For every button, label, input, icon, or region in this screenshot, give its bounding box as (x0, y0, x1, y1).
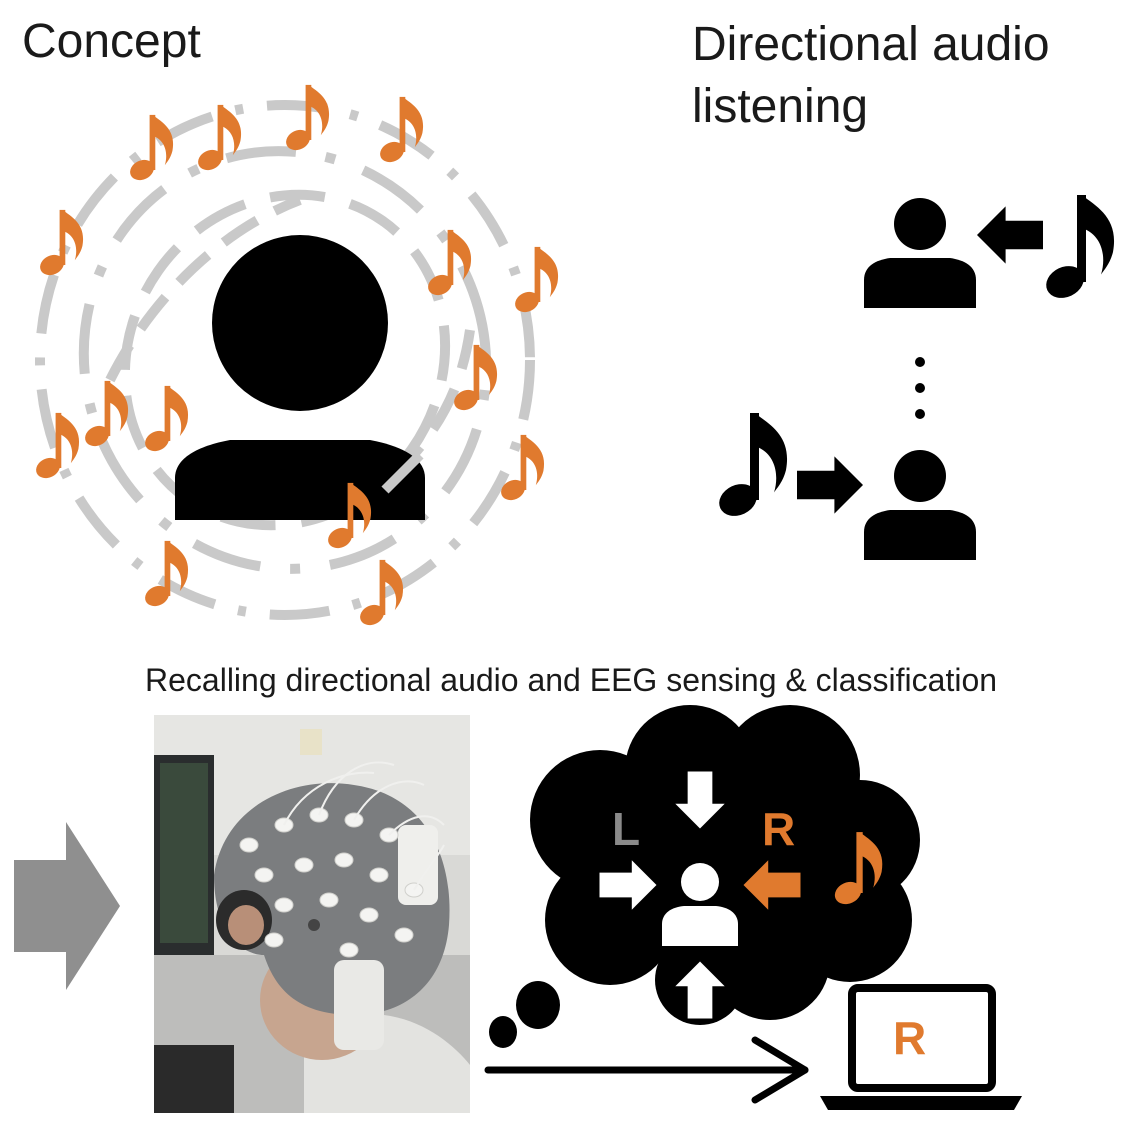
concept-person-icon (175, 235, 425, 520)
result-arrow-icon (484, 1036, 809, 1104)
ellipsis-dot (915, 383, 925, 393)
flow-arrow-icon (14, 822, 120, 990)
music-note-icon (126, 114, 174, 184)
ellipsis-dot (915, 357, 925, 367)
listener-bottom-person-icon (864, 450, 976, 560)
laptop-icon: R (820, 984, 1022, 1110)
eeg-headset-photo (154, 715, 470, 1113)
listener-top-person-icon (864, 198, 976, 308)
music-note-icon (511, 246, 559, 316)
music-note-icon (141, 540, 189, 610)
arrow-left-icon (977, 206, 1043, 264)
music-note-icon (497, 434, 545, 504)
concept-title: Concept (22, 15, 201, 68)
eeg-photo-illustration (154, 715, 470, 1113)
right-label: R (762, 803, 795, 855)
music-note-icon (81, 380, 129, 450)
recall-title: Recalling directional audio and EEG sens… (145, 662, 998, 698)
cloud-inner-diagram (599, 771, 738, 1019)
ellipsis-dot (915, 409, 925, 419)
music-note-icon (141, 385, 189, 455)
music-note-icon (282, 84, 330, 154)
thought-cloud-icon (489, 705, 920, 1048)
directional-title-line1: Directional audio (692, 18, 1050, 71)
music-note-left-icon (713, 413, 788, 522)
music-note-icon (424, 229, 472, 299)
dashed-rings (35, 100, 535, 620)
arrow-right-icon (797, 456, 863, 514)
directional-listening-diagram (713, 195, 1115, 560)
thought-bubble-large (516, 981, 560, 1029)
music-note-right-icon (1040, 195, 1115, 304)
ring-overlap (381, 451, 424, 494)
laptop-screen-label: R (893, 1012, 926, 1064)
directional-title-line2: listening (692, 80, 869, 133)
thought-bubble-small (489, 1016, 517, 1048)
cloud-person-body (662, 906, 738, 946)
music-note-icon (32, 412, 80, 482)
left-label: L (612, 803, 640, 855)
cloud-person-head (681, 863, 719, 901)
music-note-icon (356, 559, 404, 629)
directional-audio-title: Directional audio listening (692, 14, 1050, 138)
